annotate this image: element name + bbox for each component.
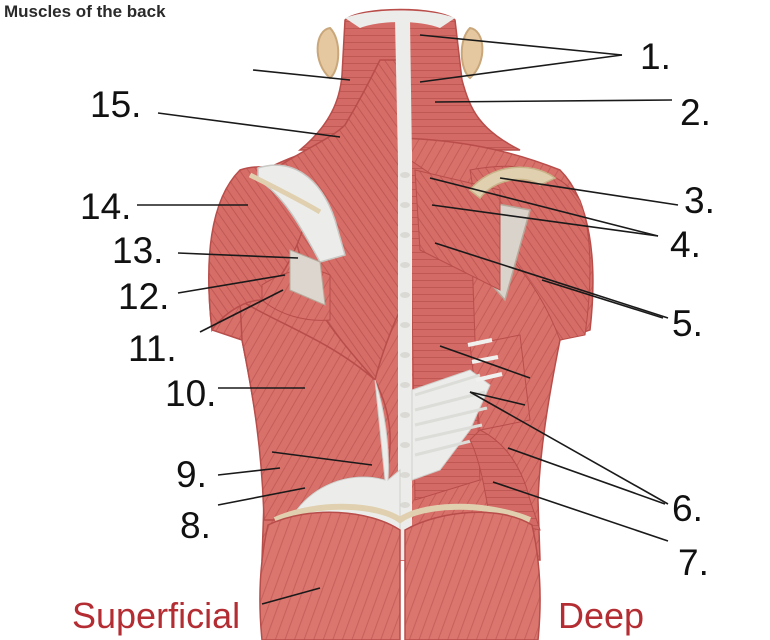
left-gluteus — [259, 511, 401, 640]
label-1: 1. — [640, 36, 671, 77]
leader-lines — [137, 34, 679, 605]
left-infraspinatus — [289, 249, 326, 306]
label-2: 2. — [680, 92, 711, 133]
iliac-crest — [273, 503, 532, 524]
skull-tendon — [345, 10, 455, 28]
right-rib-bands — [414, 373, 488, 457]
right-acromion — [468, 166, 557, 200]
label-15: 15. — [90, 84, 142, 125]
right-fascia — [411, 369, 491, 481]
label-8: 8. — [180, 505, 211, 546]
left-acromion-bone — [248, 172, 322, 215]
label-9: 9. — [176, 454, 207, 495]
nuchal-ligament — [395, 20, 412, 160]
left-ear — [316, 26, 340, 80]
superficial-label: Superficial — [72, 595, 241, 636]
deep-label: Deep — [558, 595, 645, 636]
label-14: 14. — [80, 186, 132, 227]
spinous-processes — [400, 172, 410, 508]
label-11: 11. — [128, 328, 177, 369]
label-4: 4. — [670, 224, 701, 265]
diagram-title: Muscles of the back — [4, 2, 166, 21]
label-6: 6. — [672, 488, 703, 529]
rhomboid — [414, 169, 501, 291]
right-ear — [460, 26, 484, 80]
label-5: 5. — [672, 303, 703, 344]
right-gluteus — [404, 511, 541, 640]
label-3: 3. — [684, 180, 715, 221]
ribs — [467, 338, 503, 382]
label-10: 10. — [165, 373, 217, 414]
label-7: 7. — [678, 542, 709, 583]
label-12: 12. — [118, 276, 170, 317]
label-13: 13. — [112, 230, 164, 271]
